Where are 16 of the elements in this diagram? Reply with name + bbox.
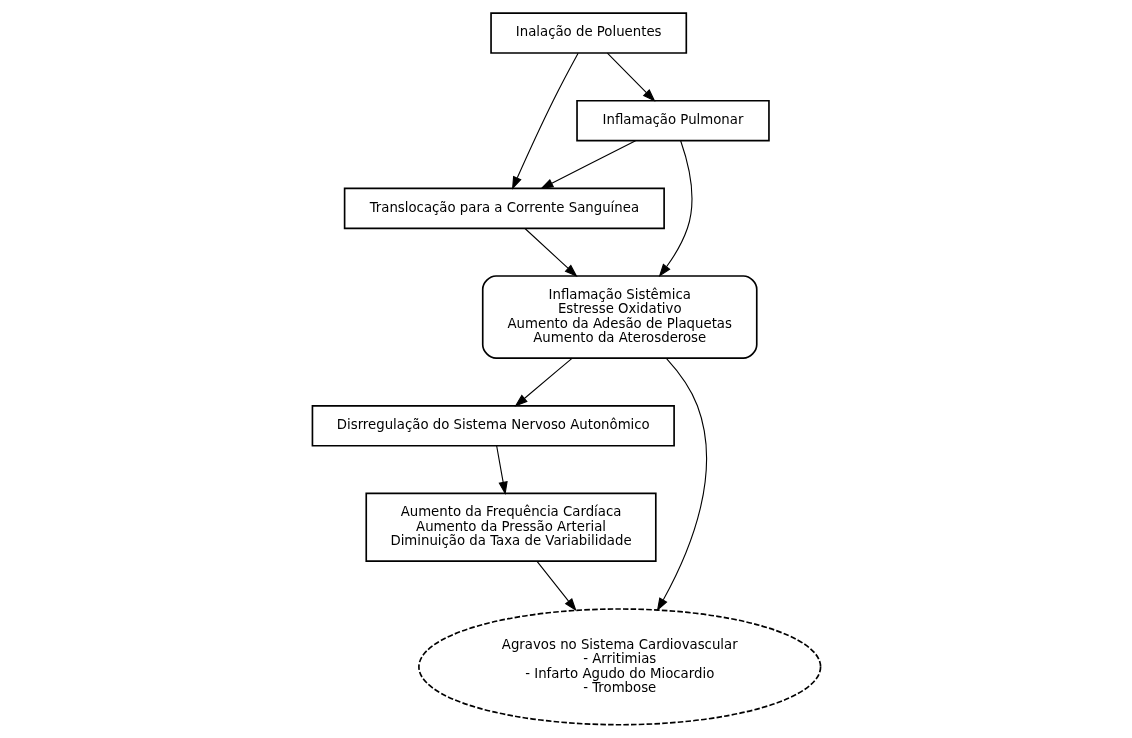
node-box: Translocação para a Corrente Sanguínea xyxy=(343,187,665,230)
node-box: Disrregulação do Sistema Nervoso Autonômico xyxy=(311,404,675,447)
arrow xyxy=(539,140,636,190)
arrow xyxy=(656,357,707,612)
arrow xyxy=(511,52,579,190)
arrow xyxy=(658,140,692,277)
node-box: Aumento da Frequência Cardíaca Aumento da Pressão Arterial Diminuição da Taxa de Variabilidade xyxy=(364,492,657,562)
arrow xyxy=(606,52,655,102)
node-box: Inflamação Sistêmica Estresse Oxidativo Aumento da Adesão de Plaquetas Aumento da Aterosderose xyxy=(481,275,758,359)
node-ellipse: Agravos no Sistema Cardiovascular - Arritimias - Infarto Agudo do Miocardio - Trombose xyxy=(417,608,821,726)
node-box: Inflamação Pulmonar xyxy=(575,99,770,142)
arrow xyxy=(495,445,508,496)
arrow xyxy=(514,357,573,407)
node-box: Inalação de Poluentes xyxy=(489,12,687,54)
arrow xyxy=(523,227,578,278)
arrow xyxy=(536,560,577,612)
